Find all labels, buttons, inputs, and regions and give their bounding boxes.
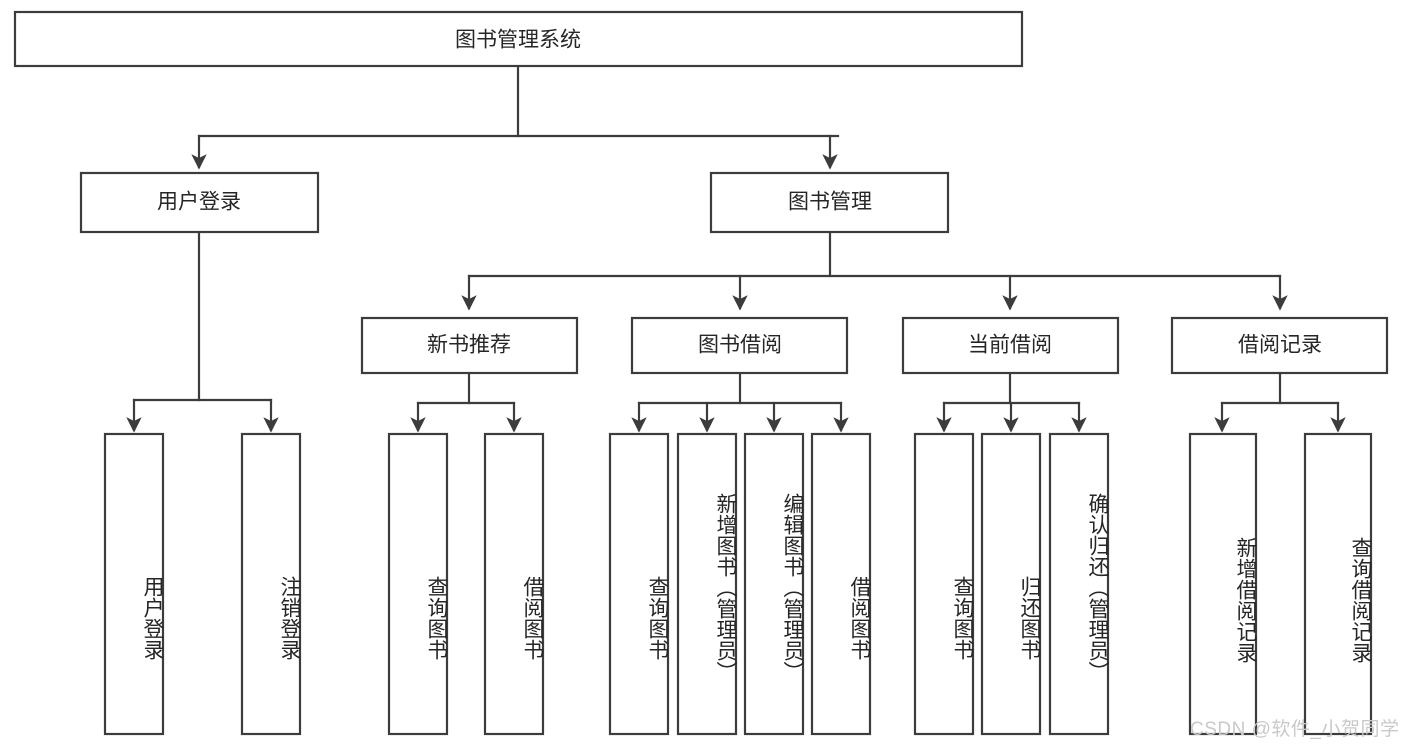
node-leaf-2[interactable]: [240, 432, 302, 736]
node-leaf-8[interactable]: [810, 432, 872, 736]
node-current-borrow[interactable]: [901, 316, 1120, 375]
node-book-borrow[interactable]: [630, 316, 849, 375]
node-current-borrow-label: 当前借阅: [968, 334, 1052, 357]
node-leaf-3[interactable]: [387, 432, 449, 736]
node-leaf-10[interactable]: [980, 432, 1042, 736]
connector-bookmanage-to-level3: [461, 230, 1288, 311]
node-leaf-11[interactable]: [1048, 432, 1110, 736]
node-leaf-7[interactable]: [743, 432, 805, 736]
csdn-watermark: CSDN @软件_小贺同学: [1190, 719, 1400, 740]
node-leaf-12[interactable]: [1188, 432, 1258, 736]
node-leaf-4[interactable]: [483, 432, 545, 736]
node-borrow-record[interactable]: [1170, 316, 1389, 375]
connector-borrowrecord-to-leaves: [1214, 371, 1346, 433]
node-leaf-5[interactable]: [608, 432, 670, 736]
node-leaf-1[interactable]: [103, 432, 165, 736]
node-leaf-13[interactable]: [1303, 432, 1373, 736]
node-root-label: 图书管理系统: [455, 29, 581, 52]
connector-root-to-level2: [191, 64, 840, 170]
node-root[interactable]: [13, 10, 1024, 68]
connector-bookborrow-to-leaves: [631, 371, 849, 433]
node-leaf-6[interactable]: [676, 432, 738, 736]
node-user-login-label: 用户登录: [157, 191, 241, 214]
node-book-manage[interactable]: [709, 171, 950, 234]
node-book-manage-label: 图书管理: [788, 191, 872, 214]
node-new-book-rec-label: 新书推荐: [427, 334, 511, 357]
node-book-borrow-label: 图书借阅: [698, 334, 782, 357]
connector-newbookrec-to-leaves: [410, 371, 522, 433]
node-new-book-rec[interactable]: [360, 316, 579, 375]
node-leaf-9[interactable]: [913, 432, 975, 736]
node-borrow-record-label: 借阅记录: [1238, 334, 1322, 357]
node-user-login[interactable]: [79, 171, 320, 234]
connector-currentborrow-to-leaves: [936, 371, 1087, 433]
connector-userlogin-to-leaves: [126, 230, 279, 433]
